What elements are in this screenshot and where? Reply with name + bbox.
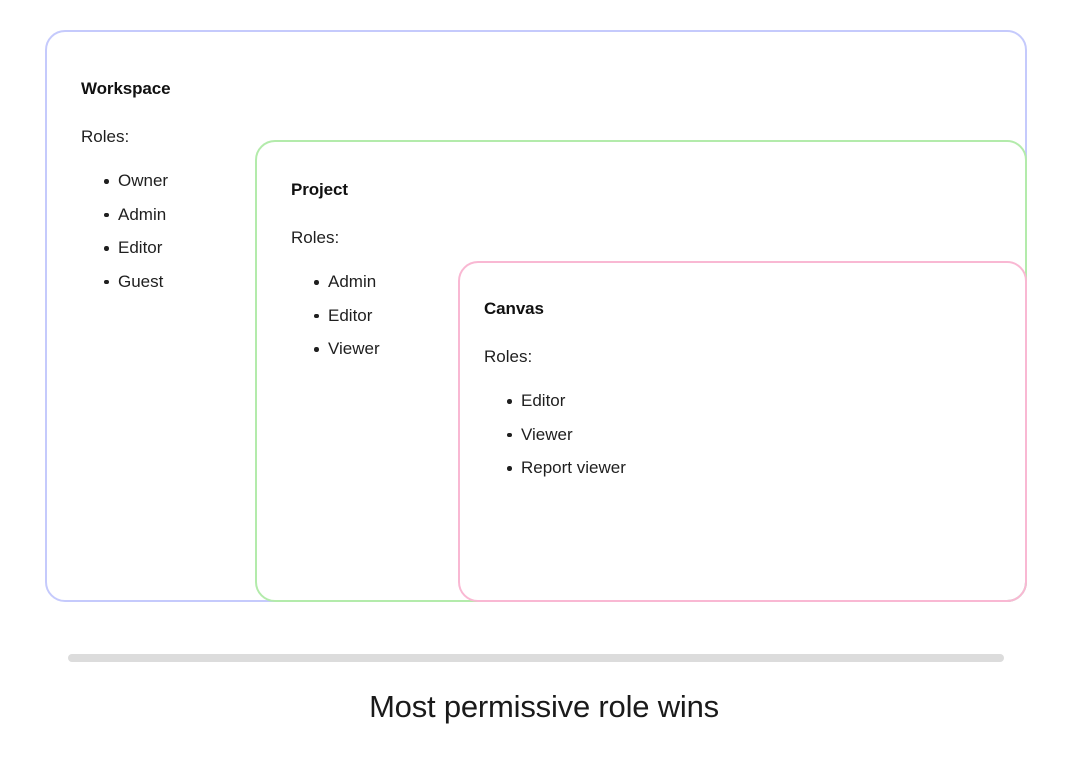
bullet-icon xyxy=(507,399,512,404)
list-item: Editor xyxy=(81,231,171,265)
bullet-icon xyxy=(104,246,109,251)
list-item: Guest xyxy=(81,265,171,299)
project-title: Project xyxy=(291,180,348,199)
bullet-icon xyxy=(314,313,319,318)
role-label: Admin xyxy=(118,204,167,224)
role-label: Editor xyxy=(118,238,163,257)
list-item: Admin xyxy=(81,198,171,232)
role-label: Viewer xyxy=(328,339,380,358)
diagram-caption: Most permissive role wins xyxy=(369,689,719,724)
role-label: Guest xyxy=(118,271,164,291)
canvas-title: Canvas xyxy=(484,299,544,318)
bullet-icon xyxy=(314,280,319,285)
role-label: Viewer xyxy=(521,424,573,444)
canvas-roles-list: Editor Viewer Report viewer xyxy=(484,384,626,485)
project-roles-label: Roles: xyxy=(291,228,340,247)
workspace-title: Workspace xyxy=(81,79,171,98)
list-item: Viewer xyxy=(291,332,380,366)
role-label: Report viewer xyxy=(521,458,626,477)
canvas-roles-label: Roles: xyxy=(484,347,533,366)
workspace-content: Workspace Roles: Owner Admin Editor Gues… xyxy=(81,78,171,298)
bullet-icon xyxy=(507,466,512,471)
project-content: Project Roles: Admin Editor Viewer xyxy=(291,179,380,366)
list-item: Owner xyxy=(81,164,171,198)
list-item: Report viewer xyxy=(484,451,626,485)
role-label: Admin xyxy=(328,272,377,291)
role-label: Editor xyxy=(328,305,373,325)
bullet-icon xyxy=(104,279,109,284)
workspace-roles-list: Owner Admin Editor Guest xyxy=(81,164,171,298)
bullet-icon xyxy=(104,179,109,184)
workspace-roles-label: Roles: xyxy=(81,127,130,146)
role-label: Editor xyxy=(521,391,566,410)
list-item: Editor xyxy=(291,299,380,333)
canvas-content: Canvas Roles: Editor Viewer Report viewe… xyxy=(484,298,626,485)
canvas-scope-box xyxy=(458,261,1027,602)
bullet-icon xyxy=(314,347,319,352)
list-item: Viewer xyxy=(484,418,626,452)
list-item: Admin xyxy=(291,265,380,299)
list-item: Editor xyxy=(484,384,626,418)
bullet-icon xyxy=(507,432,512,437)
horizontal-divider xyxy=(68,654,1004,662)
role-label: Owner xyxy=(118,171,169,190)
project-roles-list: Admin Editor Viewer xyxy=(291,265,380,366)
bullet-icon xyxy=(104,212,109,217)
